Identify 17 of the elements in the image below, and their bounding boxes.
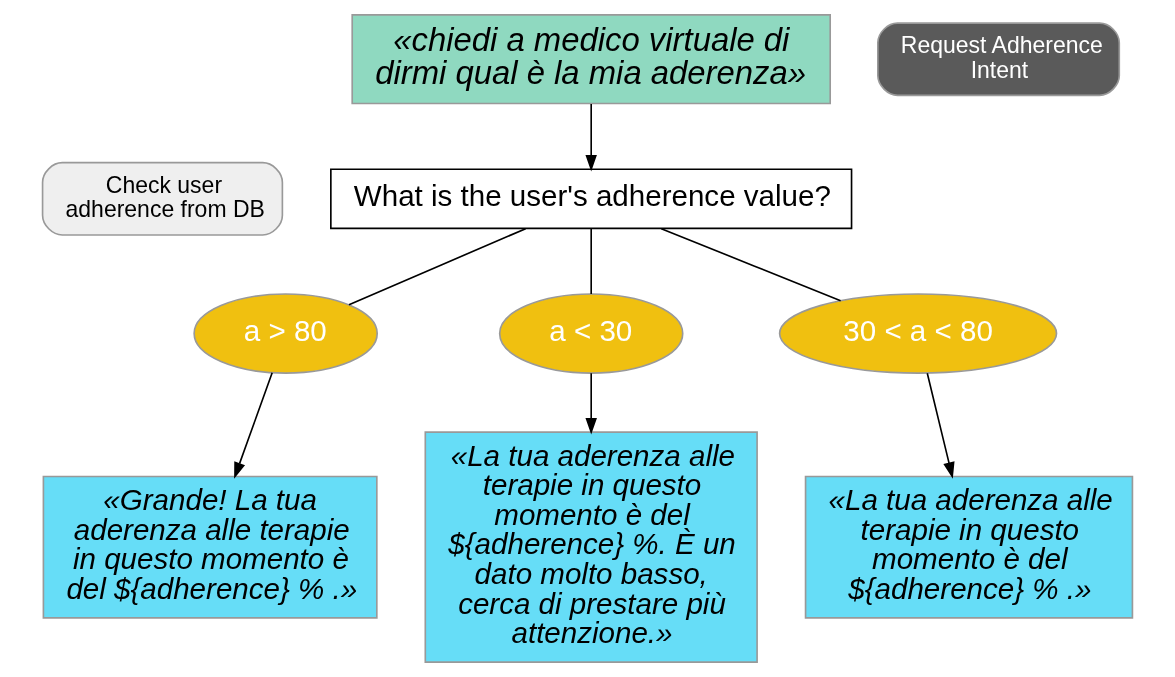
connector xyxy=(348,227,527,306)
node-box: What is the user's adherence value? xyxy=(330,168,853,230)
node-ellipse: a > 80 xyxy=(193,293,378,374)
node-ellipse: 30 < a < 80 xyxy=(778,293,1058,374)
connector xyxy=(590,228,593,295)
node-box: «chiedi a medico virtuale di dirmi qual è la mia aderenza» xyxy=(351,14,831,105)
node-box: Request Adherence Intent xyxy=(877,22,1121,97)
node-ellipse: a < 30 xyxy=(498,293,684,374)
connector xyxy=(660,227,842,302)
node-box: «La tua aderenza alle terapie in questo momento è del ${adherence} % .» xyxy=(804,475,1134,619)
arrow xyxy=(926,372,955,479)
arrow xyxy=(234,372,273,479)
node-box: Check user adherence from DB xyxy=(41,161,284,236)
node-box: «La tua aderenza alle terapie in questo momento è del ${adherence} %. È un dato molto basso, cerca di prestare più attenzione.» xyxy=(424,431,758,663)
arrow xyxy=(585,372,597,435)
arrow xyxy=(585,103,597,172)
node-box: «Grande! La tua aderenza alle terapie in questo momento è del ${adherence} % .» xyxy=(42,475,378,619)
